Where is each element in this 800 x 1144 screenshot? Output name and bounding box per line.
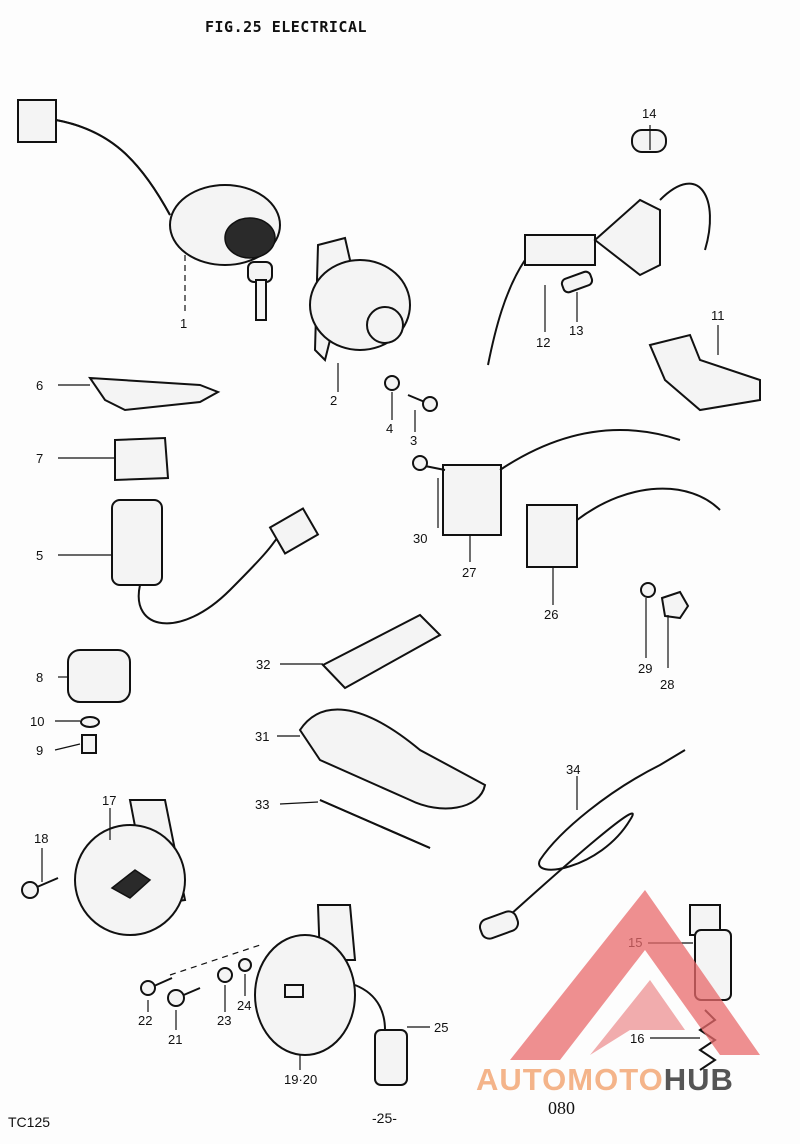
callout-19-20: 19·20 [284,1072,317,1087]
callout-3: 3 [410,433,417,448]
callout-27: 27 [462,565,476,580]
figure-title: FIG.25 ELECTRICAL [205,18,368,36]
fuse-cap-14 [631,129,667,153]
fuse-holder-part [487,129,761,412]
callout-33: 33 [255,797,269,812]
callout-14: 14 [642,106,656,121]
bolt-18 [21,881,39,899]
washer-4 [384,375,400,391]
callout-2: 2 [330,393,337,408]
callout-21: 21 [168,1032,182,1047]
footer-sheet-number: 080 [548,1098,575,1118]
gasket-6 [88,376,221,412]
callout-24: 24 [237,998,251,1013]
watermark-text: AUTOMOTOHUB [476,1062,734,1097]
footer-model: TC125 [8,1114,51,1130]
callout-32: 32 [256,657,270,672]
horn-17-part [21,799,187,936]
callout-1: 1 [180,316,187,331]
callout-9: 9 [36,743,43,758]
rectifier-part [412,429,721,568]
callout-30: 30 [413,531,427,546]
callout-5: 5 [36,548,43,563]
cap-8 [67,649,131,703]
washer-23 [217,967,233,983]
washer-29 [640,582,656,598]
callout-10: 10 [30,714,44,729]
callout-31: 31 [255,729,269,744]
rectifier-26 [526,504,578,568]
callout-13: 13 [569,323,583,338]
horn-19-20-part [140,904,408,1086]
callout-17: 17 [102,793,116,808]
callout-16: 16 [630,1031,644,1046]
callout-23: 23 [217,1013,231,1028]
callout-26: 26 [544,607,558,622]
callout-8: 8 [36,670,43,685]
callout-6: 6 [36,378,43,393]
relay-part [309,236,438,412]
callout-12: 12 [536,335,550,350]
callout-29: 29 [638,661,652,676]
tool-bag-31 [298,708,487,810]
ignition-switch-part [17,99,281,321]
bolt-3 [422,396,438,412]
callout-25: 25 [434,1020,448,1035]
callout-18: 18 [34,831,48,846]
horn-19-20 [254,934,356,1056]
fuse-holder-12 [524,234,596,266]
callout-11: 11 [711,308,725,323]
connector-5 [268,507,320,555]
washer-24 [238,958,252,972]
wrench-33 [319,799,431,849]
callout-34: 34 [566,762,580,777]
strap-32 [321,613,442,690]
lead-wire-34 [509,749,686,916]
switch-5-body [111,499,163,586]
leader-lines [41,125,719,1070]
holder-7 [114,436,170,482]
bracket-11 [648,333,761,412]
callout-4: 4 [386,421,393,436]
washer-10 [80,716,100,728]
watermark-logo [510,890,760,1060]
screw-21 [167,989,185,1007]
callout-22: 22 [138,1013,152,1028]
regulator-27 [442,464,502,536]
screw-9 [81,734,97,754]
neutral-switch-part [111,499,320,625]
callout-labels: 1 2 3 4 5 6 7 8 9 10 11 12 13 14 15 16 1… [30,106,725,1087]
nut-28 [660,590,690,620]
bolt-30 [412,455,428,471]
key-cylinder [224,217,276,259]
relay-socket [366,306,404,344]
key-blade [255,279,267,321]
callout-28: 28 [660,677,674,692]
connector-25 [374,1029,408,1086]
harness-connector [17,99,57,143]
footer-page-number: -25- [372,1110,397,1126]
fuse-13 [560,270,594,294]
bolt-22 [140,980,156,996]
callout-7: 7 [36,451,43,466]
